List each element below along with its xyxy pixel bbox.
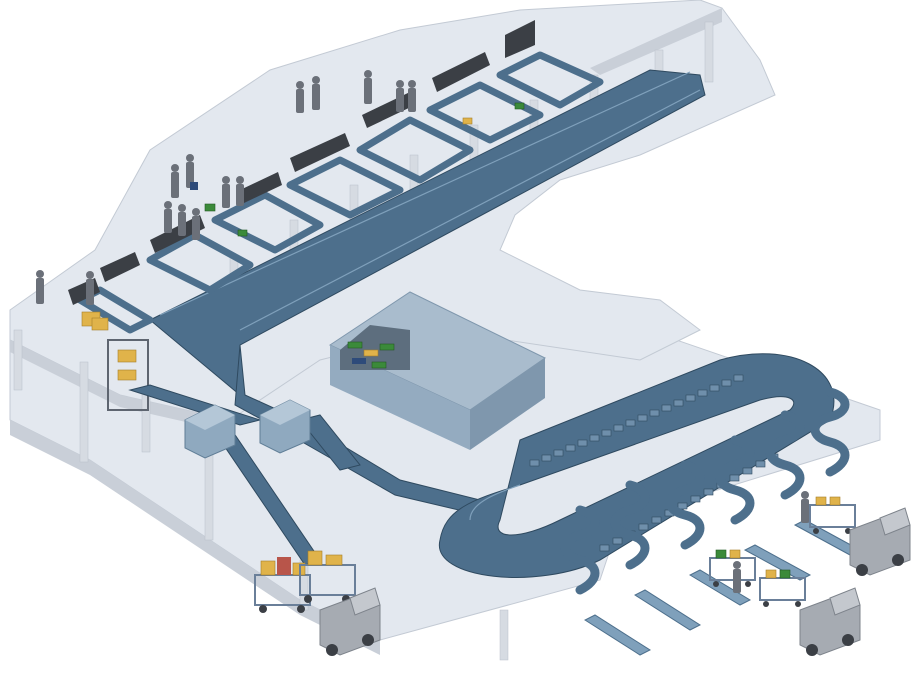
- sorter-tray: [649, 409, 660, 417]
- ground-workers: [733, 491, 809, 593]
- passenger-figures: [36, 70, 416, 305]
- spiral-chutes: [560, 387, 850, 595]
- sorter-tray: [733, 374, 744, 382]
- sorter-tray: [703, 488, 714, 496]
- checkin-feeder-loops: [76, 51, 604, 334]
- sorter-tray: [553, 449, 564, 457]
- sorter-tray: [721, 379, 732, 387]
- sorter-tray: [729, 474, 740, 482]
- sorter-tray: [637, 414, 648, 422]
- sorter-tray: [742, 467, 753, 475]
- sorter-tray: [601, 429, 612, 437]
- baggage-carts: [254, 496, 856, 613]
- sorter-tray: [677, 502, 688, 510]
- luggage-items-upper: [81, 102, 525, 331]
- sorter-tray: [599, 544, 610, 552]
- sorter-tray: [685, 394, 696, 402]
- sorter-trays: [529, 374, 779, 552]
- sorter-tray: [690, 495, 701, 503]
- sorter-tray: [638, 523, 649, 531]
- sorter-tray: [589, 434, 600, 442]
- sorter-tray: [755, 460, 766, 468]
- sorter-tray: [625, 419, 636, 427]
- tug-vehicles: [319, 507, 911, 656]
- sorter-tray: [709, 384, 720, 392]
- sorter-tray: [661, 404, 672, 412]
- sorter-tray: [613, 424, 624, 432]
- security-scanners: [184, 399, 311, 459]
- sorter-tray: [673, 399, 684, 407]
- sorter-tray: [529, 459, 540, 467]
- early-bag-storage: [328, 291, 546, 450]
- sorter-tray: [651, 516, 662, 524]
- sorter-tray: [697, 389, 708, 397]
- baggage-lift-tower: [107, 339, 149, 411]
- sorter-tray: [541, 454, 552, 462]
- sorter-tray: [577, 439, 588, 447]
- sorter-tray: [612, 537, 623, 545]
- sorter-tray: [565, 444, 576, 452]
